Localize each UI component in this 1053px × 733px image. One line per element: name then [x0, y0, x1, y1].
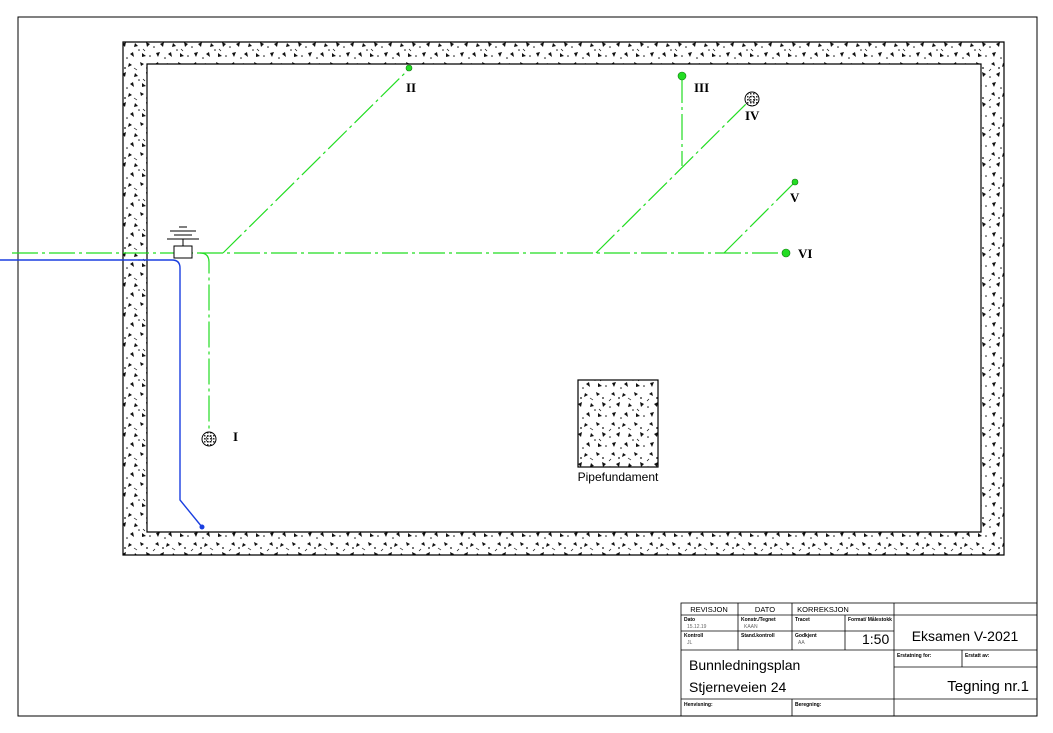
label-III: III [694, 80, 709, 95]
tb-konstr-value: KAAN [744, 624, 758, 630]
drain-branch-V [723, 181, 796, 254]
sheet-border [17, 16, 1038, 717]
tb-dato-label: Dato [684, 617, 695, 623]
label-V: V [790, 190, 800, 205]
tb-godkjent-label: Godkjent [795, 633, 817, 639]
tb-konstr-label: Konstr./Tegnet [741, 617, 776, 623]
tb-drawing-title: Bunnledningsplan [689, 657, 800, 673]
drain-branch-II [222, 68, 410, 254]
title-block [680, 602, 1038, 717]
label-I: I [233, 429, 238, 444]
tb-scale-value: 1:50 [862, 631, 889, 647]
endpoint-VI-marker [781, 248, 791, 258]
tb-erstatt-label: Erstatt av: [965, 653, 990, 659]
pipe-foundation-block [577, 379, 659, 468]
vent-stack-icon [167, 226, 199, 259]
label-VI: VI [798, 246, 812, 261]
tb-beregning-label: Beregning: [795, 702, 822, 708]
tb-dato-header: DATO [755, 605, 775, 614]
endpoint-II-marker [405, 64, 413, 72]
label-IV: IV [745, 108, 760, 123]
water-supply-line [0, 259, 203, 528]
tb-drawing-number: Tegning nr.1 [947, 678, 1029, 695]
water-line-end-point [199, 524, 205, 530]
tb-traset-label: Tracet [795, 617, 810, 623]
foundation-wall [122, 41, 1005, 556]
tb-kontroll-label: Kontroll [684, 633, 704, 639]
endpoint-III-marker [677, 71, 687, 81]
tb-standkontroll-label: Stand.kontroll [741, 633, 775, 639]
tb-godkjent-value: AA [798, 640, 805, 646]
tb-exam-title: Eksamen V-2021 [912, 628, 1019, 644]
tb-kontroll-value: JL [687, 640, 693, 646]
tb-address: Stjerneveien 24 [689, 679, 787, 695]
tb-dato-value: 15.12.19 [687, 624, 707, 630]
tb-korreksjon-header: KORREKSJON [797, 605, 849, 614]
floor-drain-IV-icon [744, 91, 760, 107]
tb-henvisning-label: Henvisning: [684, 702, 713, 708]
floor-drain-I-icon [201, 431, 217, 447]
tb-revisjon-header: REVISJON [690, 605, 728, 614]
drain-branch-I [199, 252, 210, 430]
drain-branch-IV [595, 99, 751, 254]
endpoint-V-marker [791, 178, 799, 186]
tb-erstatning-label: Erstatning for: [897, 653, 932, 659]
drainage-network [12, 68, 796, 430]
tb-format-label: Format/ Målestokk [848, 616, 892, 623]
label-II: II [406, 80, 416, 95]
pipe-foundation-label: Pipefundament [578, 470, 659, 484]
